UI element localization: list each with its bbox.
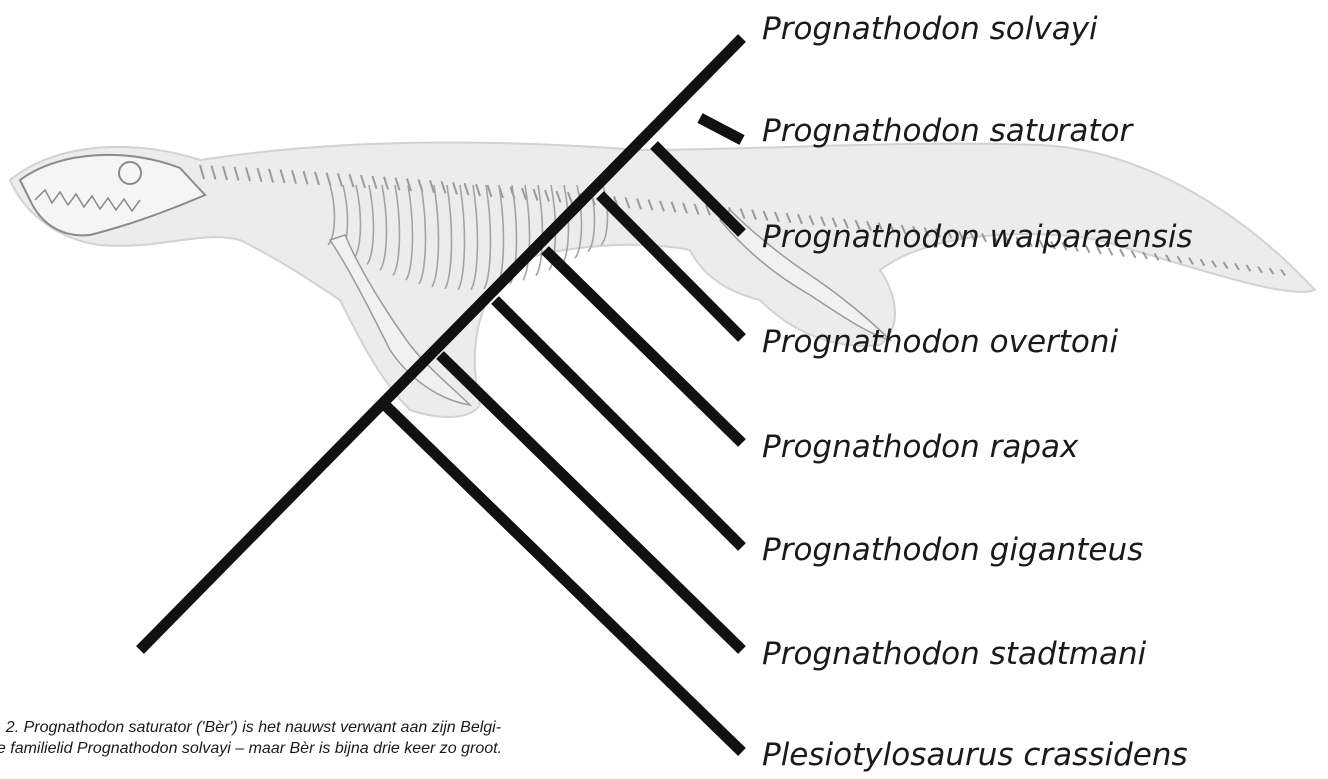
figure-caption: p. 2. Prognathodon saturator ('Bèr') is … [0,717,688,759]
caption-line-1: p. 2. Prognathodon saturator ('Bèr') is … [0,717,688,738]
taxon-label-giganteus: Prognathodon giganteus [762,535,1143,566]
branch-saturator [700,118,742,140]
taxon-label-solvayi: Prognathodon solvayi [762,14,1098,45]
mosasaur-skeleton-image [10,143,1315,417]
taxon-label-waiparaensis: Prognathodon waiparaensis [762,222,1193,253]
caption-line-2: he familielid Prognathodon solvayi – maa… [0,738,688,759]
taxon-label-rapax: Prognathodon rapax [762,432,1078,463]
taxon-label-crassidens: Plesiotylosaurus crassidens [762,740,1188,771]
branch-crassidens [385,405,742,752]
branch-giganteus [495,300,742,547]
taxon-label-stadtmani: Prognathodon stadtmani [762,639,1146,670]
taxon-label-overtoni: Prognathodon overtoni [762,327,1118,358]
body-outline [10,143,1315,417]
taxon-label-saturator: Prognathodon saturator [762,116,1132,147]
